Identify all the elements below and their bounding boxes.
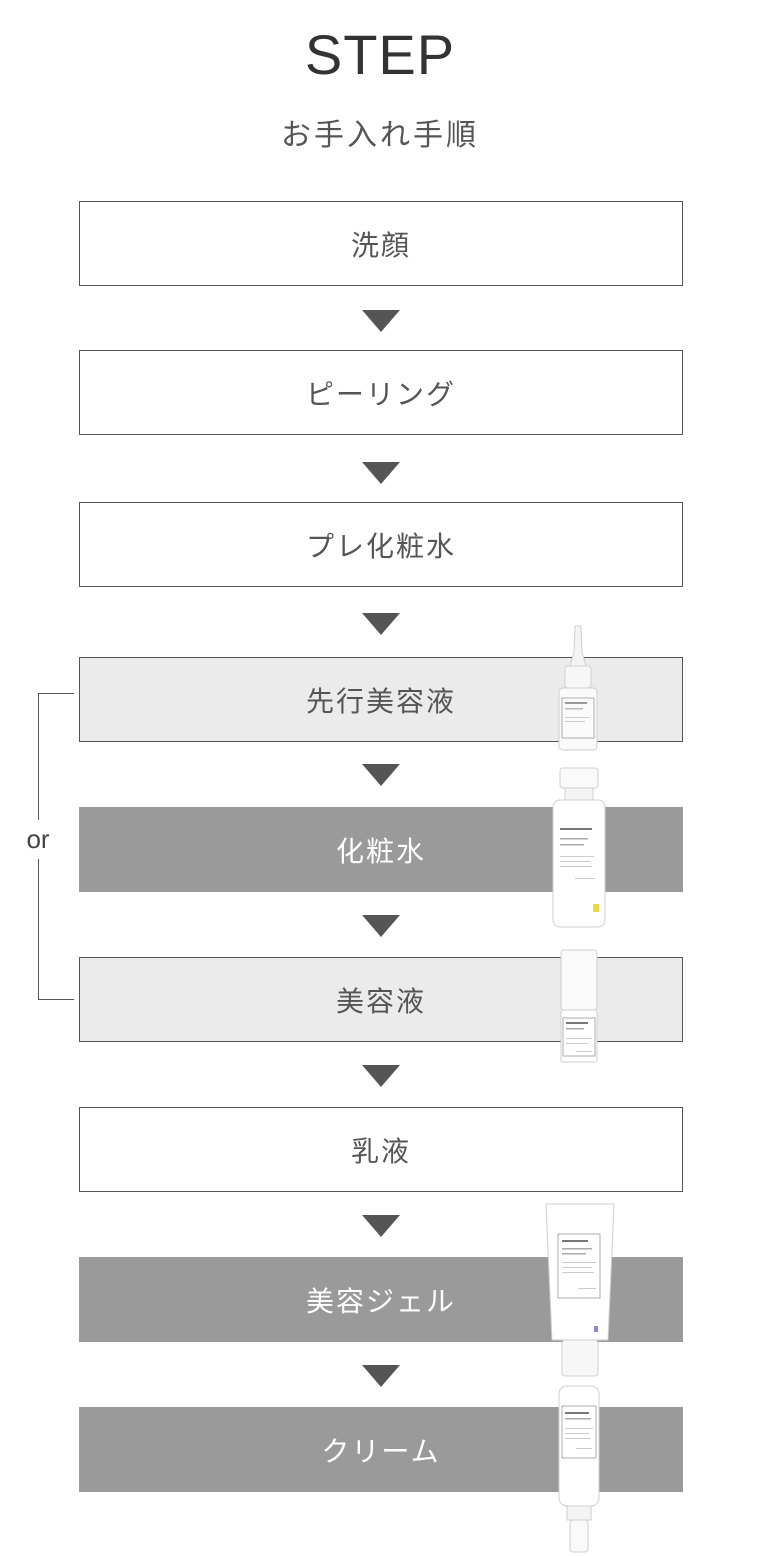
step-emulsion: 乳液 <box>79 1107 683 1192</box>
step-label: 先行美容液 <box>305 684 456 718</box>
step-label: プレ化粧水 <box>305 529 456 563</box>
step-label: 美容液 <box>335 984 426 1018</box>
page-subtitle: お手入れ手順 <box>281 118 479 153</box>
step-label: 化粧水 <box>335 834 426 868</box>
step-peeling: ピーリング <box>79 350 683 435</box>
down-arrow-icon <box>362 1065 400 1087</box>
down-arrow-icon <box>362 310 400 332</box>
serum-bottle-image <box>560 949 598 1063</box>
dropper-bottle-image <box>558 625 598 751</box>
lotion-bottle-image <box>552 767 606 928</box>
down-arrow-icon <box>362 613 400 635</box>
or-label: or <box>16 820 60 859</box>
step-label: 洗顔 <box>350 228 411 262</box>
step-label: 乳液 <box>350 1134 411 1168</box>
step-label: 美容ジェル <box>305 1284 456 1318</box>
down-arrow-icon <box>362 1365 400 1387</box>
step-cleansing: 洗顔 <box>79 201 683 286</box>
down-arrow-icon <box>362 764 400 786</box>
step-label: ピーリング <box>305 377 456 411</box>
page-title: STEP <box>304 23 456 86</box>
step-label: クリーム <box>321 1434 441 1468</box>
cream-pump-image <box>558 1385 600 1553</box>
step-pre-lotion: プレ化粧水 <box>79 502 683 587</box>
down-arrow-icon <box>362 915 400 937</box>
gel-tube-image <box>545 1203 615 1377</box>
down-arrow-icon <box>362 462 400 484</box>
down-arrow-icon <box>362 1215 400 1237</box>
